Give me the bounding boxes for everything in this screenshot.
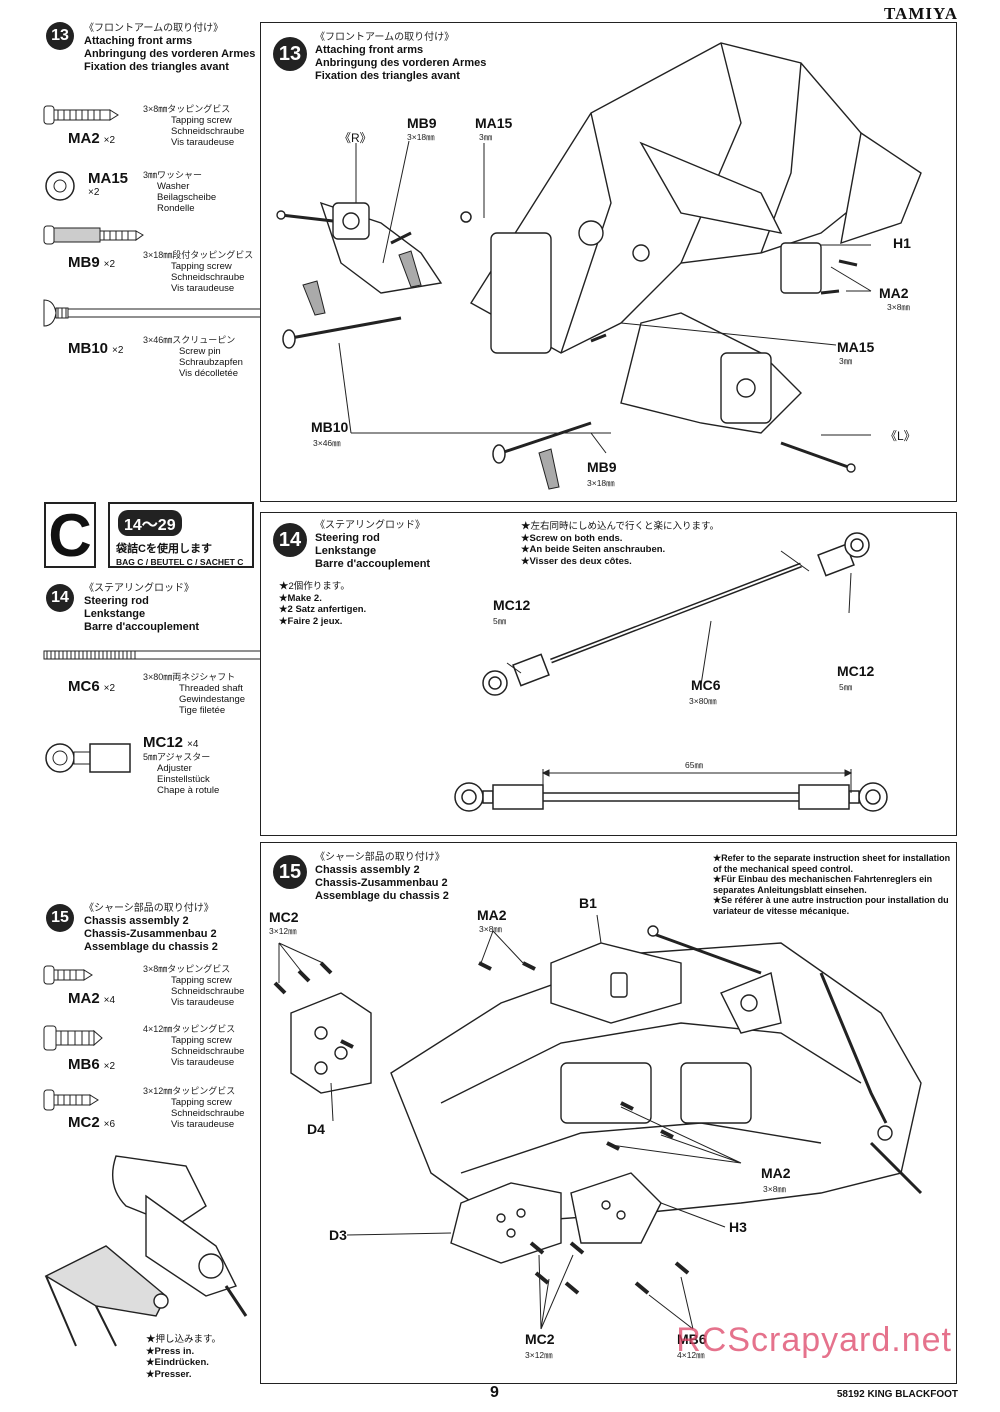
step14-panel: 14 《ステアリングロッド》 Steering rod Lenkstange B… [260, 512, 957, 836]
part-code: MB10×2 [68, 340, 124, 357]
screw-icon [43, 965, 93, 985]
b1-label: B1 [579, 895, 597, 911]
press-in-detail-diagram [44, 1155, 248, 1347]
part-code: MA2×2 [68, 130, 116, 147]
step13-title-jp: 《フロントアームの取り付け》 [84, 23, 224, 34]
ma2-right-size: 3×8㎜ [763, 1184, 786, 1194]
mc12-left-label: MC12 [493, 597, 531, 613]
part-code: MA2×4 [68, 990, 116, 1007]
ma15-size: 3㎜ [479, 132, 493, 142]
mb6-label: MB6 [677, 1331, 707, 1347]
step13-panel-title: 《フロントアームの取り付け》 Attaching front arms Anbr… [315, 32, 487, 82]
part-code: MC2×6 [68, 1114, 116, 1131]
mb9-size: 3×18㎜ [407, 132, 435, 142]
press-in-note: ★押し込みます。 ★Press in. ★Eindrücken. ★Presse… [146, 1334, 222, 1380]
part-code: MB6×2 [68, 1056, 116, 1073]
chassis-assembly-diagram [273, 914, 923, 1330]
adjuster-icon [45, 743, 131, 773]
step15-panel-badge: 15 [273, 855, 307, 889]
ma2-top-size: 3×8㎜ [479, 924, 502, 934]
front-arm-assembly-diagram [276, 42, 922, 490]
mc12-right-size: 5㎜ [839, 682, 853, 692]
make-two-note: ★2個作ります。 ★Make 2. ★2 Satz anfertigen. ★F… [279, 581, 367, 627]
mc6-size: 3×80㎜ [689, 696, 717, 706]
mb9-size-2: 3×18㎜ [587, 478, 615, 488]
brand-logo: TAMIYA [883, 4, 958, 23]
stepped-screw-icon [43, 225, 144, 245]
d3-label: D3 [329, 1227, 347, 1243]
screw-icon [43, 105, 119, 125]
step14-parts-title: 《ステアリングロッド》 Steering rod Lenkstange Barr… [84, 583, 200, 633]
step13-title-de: Anbringung des vorderen Armes [84, 48, 256, 60]
step13-panel: 13 《フロントアームの取り付け》 Attaching front arms A… [260, 22, 957, 502]
ma2-top-label: MA2 [477, 907, 507, 923]
step14-panel-title: 《ステアリングロッド》 Steering rod Lenkstange Barr… [315, 520, 431, 570]
left-side-label: 《L》 [885, 429, 916, 443]
step15-parts-title: 《シャーシ部品の取り付け》 Chassis assembly 2 Chassis… [84, 903, 218, 953]
step13-title-en: Attaching front arms [84, 35, 193, 47]
screw-both-ends-note: ★左右同時にしめ込んで行くと楽に入ります。 ★Screw on both end… [521, 521, 720, 567]
rod-length-label: 65㎜ [685, 760, 703, 770]
mc12-left-size: 5㎜ [493, 616, 507, 626]
mc2-bottom-label: MC2 [525, 1331, 555, 1347]
part-code: MA15×2 [88, 170, 129, 198]
mc12-right-label: MC12 [837, 663, 875, 679]
part-code: MC6×2 [68, 678, 116, 695]
mb6-size: 4×12㎜ [677, 1350, 705, 1360]
part-code: MC12×4 [143, 734, 199, 751]
mc2-top-size: 3×12㎜ [269, 926, 297, 936]
ma2-size: 3×8㎜ [887, 302, 910, 312]
ma15-label: MA15 [475, 115, 513, 131]
screw-icon [43, 1025, 103, 1051]
step13-panel-badge: 13 [273, 37, 307, 71]
right-side-label: 《R》 [339, 131, 372, 145]
h1-label: H1 [893, 235, 911, 251]
step15-panel: 15 《シャーシ部品の取り付け》 Chassis assembly 2 Chas… [260, 842, 957, 1384]
bag-c-jp: 袋詰Cを使用します [116, 543, 212, 555]
watermark: RCScrapyard.net [676, 1321, 952, 1359]
step14-parts-badge: 14 [46, 584, 74, 612]
bag-c-step-range: 14～29 [118, 510, 182, 536]
model-name: 58192 KING BLACKFOOT [836, 1389, 958, 1400]
step15-panel-title: 《シャーシ部品の取り付け》 Chassis assembly 2 Chassis… [315, 852, 449, 902]
screw-icon [43, 1089, 99, 1111]
bag-c-letter: C [44, 502, 96, 569]
d4-label: D4 [307, 1121, 325, 1137]
ma2-label: MA2 [879, 285, 909, 301]
bag-c-info: 14～29 袋詰Cを使用します BAG C / BEUTEL C / SACHE… [108, 502, 254, 568]
mechanical-speed-control-note: ★Refer to the separate instruction sheet… [713, 853, 951, 916]
step13-title-fr: Fixation des triangles avant [84, 61, 229, 73]
steering-rod-diagram [454, 532, 888, 812]
ma2-right-label: MA2 [761, 1165, 791, 1181]
mc2-top-label: MC2 [269, 909, 299, 925]
page-number: 9 [490, 1384, 499, 1401]
step13-number-badge: 13 [46, 22, 74, 50]
mb10-label: MB10 [311, 419, 349, 435]
step15-parts-badge: 15 [46, 904, 74, 932]
ma15-label-2: MA15 [837, 339, 875, 355]
bag-c-langs: BAG C / BEUTEL C / SACHET C [116, 557, 244, 567]
step13-parts-title: 《フロントアームの取り付け》 Attaching front arms Anbr… [84, 22, 255, 74]
part-code: MB9×2 [68, 254, 116, 271]
mb9-label-2: MB9 [587, 459, 617, 475]
step14-panel-badge: 14 [273, 523, 307, 557]
mc2-bottom-size: 3×12㎜ [525, 1350, 553, 1360]
mc6-label: MC6 [691, 677, 721, 693]
mb9-label: MB9 [407, 115, 437, 131]
h3-label: H3 [729, 1219, 747, 1235]
mb10-size: 3×46㎜ [313, 438, 341, 448]
screw-pin-icon [43, 299, 273, 327]
washer-icon [45, 171, 75, 201]
ma15-size-2: 3㎜ [839, 356, 853, 366]
step13-parts-header: 13 [46, 22, 74, 50]
